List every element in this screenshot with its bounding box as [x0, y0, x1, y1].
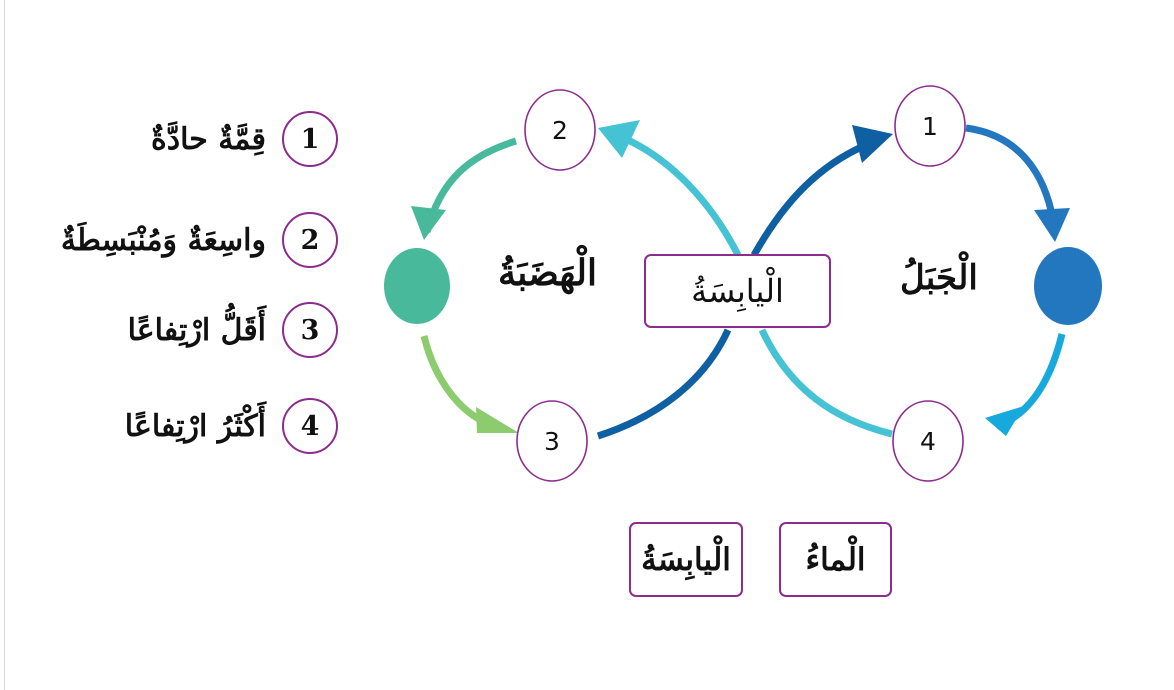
arrow-center-to-1: [750, 141, 868, 257]
arrowhead-right-dot: [1034, 208, 1070, 242]
arrow-center-to-2: [626, 136, 742, 257]
node-4: 4: [892, 400, 964, 482]
svg-text:2: 2: [552, 116, 568, 145]
svg-text:1: 1: [922, 112, 938, 141]
legend-text: أَكْثَرُ ارْتِفاعًا: [124, 408, 266, 444]
legend-item-2: 2 واسِعَةٌ وَمُنْبَسِطَةٌ: [61, 212, 338, 268]
legend-number-badge: 2: [282, 212, 338, 268]
legend-item-3: 3 أَقَلُّ ارْتِفاعًا: [128, 302, 338, 358]
arrowhead-1: [852, 125, 893, 163]
plateau-dot: [384, 248, 450, 324]
legend-number-badge: 3: [282, 302, 338, 358]
svg-text:4: 4: [920, 427, 936, 456]
option-water-box[interactable]: الْماءُ: [779, 522, 892, 597]
center-land-box[interactable]: الْيابِسَةُ: [644, 254, 831, 328]
legend-item-1: 1 قِمَّةٌ حادَّةٌ: [151, 111, 338, 167]
option-land-box[interactable]: الْيابِسَةُ: [629, 522, 743, 597]
legend-text: واسِعَةٌ وَمُنْبَسِطَةٌ: [60, 222, 266, 258]
node-2: 2: [524, 89, 596, 171]
node-1: 1: [894, 85, 966, 167]
legend-number-badge: 1: [282, 111, 338, 167]
arrow-1-to-right-dot: [965, 124, 1057, 221]
arrow-left-dot-to-3: [420, 335, 497, 430]
arrowhead-2: [598, 120, 640, 158]
mountain-dot: [1034, 247, 1102, 325]
node-3: 3: [516, 400, 588, 482]
legend-number-badge: 4: [282, 398, 338, 454]
legend-item-4: 4 أَكْثَرُ ارْتِفاعًا: [125, 398, 338, 454]
mountain-title: الْجَبَلُ: [900, 258, 978, 298]
page-border-line: [4, 0, 5, 690]
plateau-title: الْهَضَبَةُ: [498, 252, 597, 294]
arrowhead-left-dot: [411, 206, 446, 240]
arrow-2-to-left-dot: [423, 137, 518, 233]
arrowhead-3: [476, 407, 519, 433]
arrow-3-to-center: [596, 328, 732, 440]
arrow-4-to-center: [758, 328, 893, 438]
svg-text:3: 3: [544, 427, 560, 456]
arrow-right-dot-to-4: [1008, 333, 1066, 424]
legend-text: قِمَّةٌ حادَّةٌ: [151, 121, 266, 157]
legend-text: أَقَلُّ ارْتِفاعًا: [127, 312, 266, 348]
arrowhead-4: [985, 406, 1024, 436]
